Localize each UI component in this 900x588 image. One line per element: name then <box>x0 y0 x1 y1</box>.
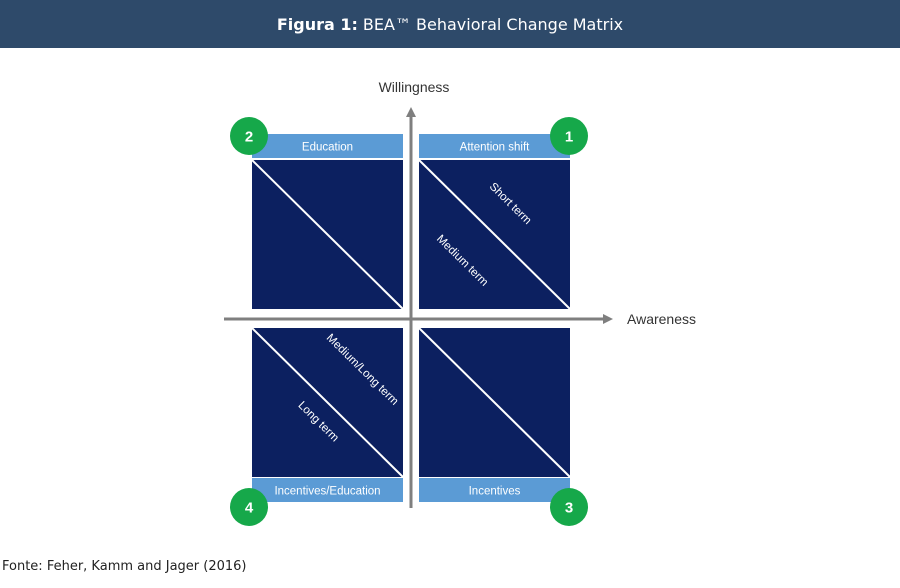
quadrant-1: Attention shift Short term Medium term 1 <box>418 117 588 310</box>
quadrant-2-diagonal <box>251 159 404 310</box>
quadrant-3: Incentives 3 <box>418 327 588 526</box>
y-axis-label: Willingness <box>379 79 450 95</box>
quadrant-4-badge <box>230 488 268 526</box>
quadrant-3-label: Incentives <box>469 486 521 498</box>
quadrant-2-label-bar <box>252 134 403 158</box>
quadrant-1-badge <box>550 117 588 155</box>
figure-label: Figura 1: <box>276 14 358 34</box>
quadrant-4-diagonal <box>251 327 404 478</box>
quadrant-2-badge <box>230 117 268 155</box>
quadrant-4-label: Incentives/Education <box>274 486 380 498</box>
figure-source: Fonte: Feher, Kamm and Jager (2016) <box>2 559 247 574</box>
quadrant-1-label: Attention shift <box>460 142 530 154</box>
quadrant-3-label-bar <box>419 478 570 502</box>
quadrant-3-number: 3 <box>565 500 573 517</box>
quadrant-1-diagonal <box>418 159 571 310</box>
quadrant-2-number: 2 <box>245 129 253 146</box>
quadrant-4-label-bar <box>252 478 403 502</box>
figure-header: Figura 1: BEA™ Behavioral Change Matrix <box>0 0 900 48</box>
quadrant-2-label: Education <box>302 142 353 154</box>
quadrant-3-diagonal <box>418 327 571 478</box>
quadrant-4-number: 4 <box>245 500 254 517</box>
x-axis-label: Awareness <box>627 311 696 327</box>
quadrant-4: Medium/Long term Long term Incentives/Ed… <box>230 327 404 526</box>
quadrant-1-label-bar <box>419 134 570 158</box>
quadrant-2: Education 2 <box>230 117 404 310</box>
quadrant-3-badge <box>550 488 588 526</box>
quadrant-1-number: 1 <box>565 129 573 146</box>
figure-title: BEA™ Behavioral Change Matrix <box>362 14 624 34</box>
